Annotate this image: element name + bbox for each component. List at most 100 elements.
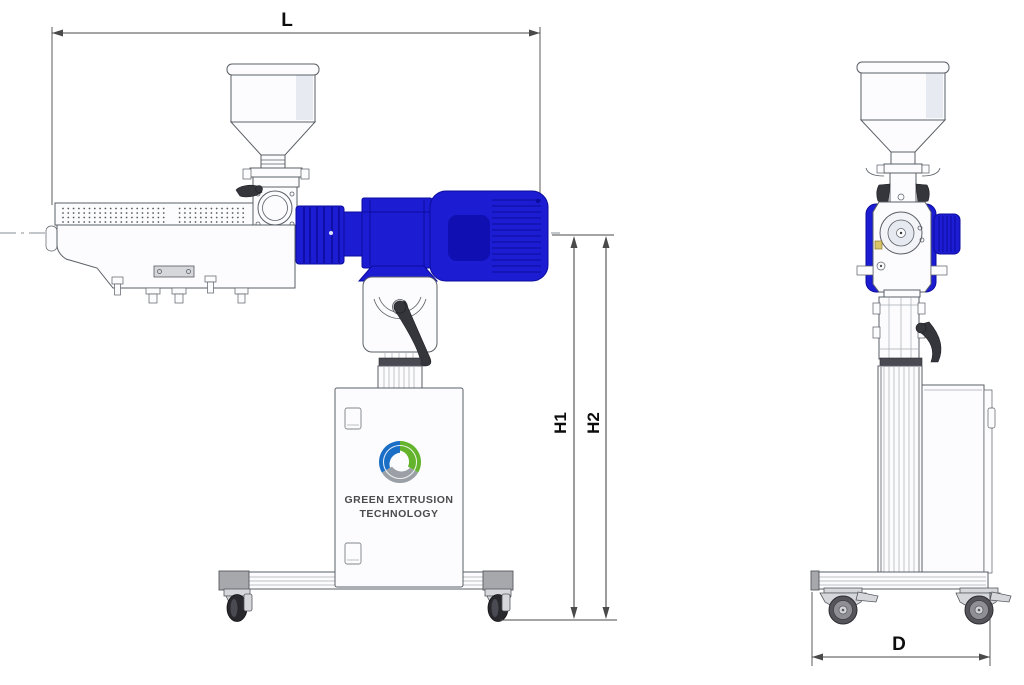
hopper-rim xyxy=(226,63,320,76)
gearbox-edges xyxy=(362,200,432,266)
barrel-vent-holes xyxy=(62,207,245,223)
dimension-label-L: L xyxy=(281,10,293,31)
hopper-side-view xyxy=(226,63,320,169)
column-lower-front xyxy=(877,365,923,574)
lever-boss xyxy=(915,322,927,334)
side-view: L xyxy=(0,10,617,622)
clamp-lever-boss xyxy=(255,185,263,193)
clamp-bolt xyxy=(921,164,930,174)
nameplate-screw xyxy=(186,269,191,274)
base-frame-front xyxy=(810,570,1012,625)
arrow-left-icon xyxy=(52,29,63,37)
dimension-depth: D xyxy=(811,592,991,666)
brand-logo-swirl-icon xyxy=(378,440,422,484)
center-point xyxy=(899,231,903,235)
clamp-flange xyxy=(883,163,923,174)
clamp-bolt-left xyxy=(242,168,252,180)
cabinet-latch xyxy=(987,407,996,429)
extruder-barrel xyxy=(45,202,296,304)
arrow-down-icon xyxy=(602,607,610,619)
base-rail xyxy=(811,571,989,590)
flange-bolt xyxy=(919,237,925,243)
barrel-fittings xyxy=(111,275,249,304)
motor-fan-shroud xyxy=(448,215,490,261)
cabinet-body xyxy=(334,387,464,588)
clamp-flange-top xyxy=(249,167,303,178)
bracket-lever-boss xyxy=(393,300,407,314)
side-pin-left xyxy=(856,265,874,276)
caster-brake-lever xyxy=(989,591,1012,603)
nameplate xyxy=(153,265,195,278)
caster-side-plate xyxy=(243,593,253,612)
arrow-left-icon xyxy=(812,653,823,661)
head-bottom-flange xyxy=(883,289,921,298)
column-upper-body xyxy=(878,296,920,360)
motor-cooling-fins xyxy=(492,199,541,273)
hopper-neck-lines xyxy=(261,159,285,165)
column-upper-lines xyxy=(879,297,919,359)
hopper-rim xyxy=(856,61,950,74)
caster-axle xyxy=(841,608,845,612)
depth-extension-lines xyxy=(811,592,991,666)
swivel-bracket xyxy=(362,276,438,389)
gearbox-head-front xyxy=(856,193,961,298)
barrel-housing xyxy=(55,224,296,289)
caster-wheel-highlight xyxy=(491,599,499,617)
arrow-right-icon xyxy=(979,653,990,661)
column-clamp-band xyxy=(879,357,923,367)
clamp-ring-outer xyxy=(257,190,293,226)
bracket-lock-lever xyxy=(395,300,432,367)
clamp-lever-left xyxy=(876,183,891,204)
arrow-right-icon xyxy=(529,29,540,37)
front-view: D xyxy=(810,61,1012,666)
top-bolt xyxy=(897,193,905,201)
rail-end-block-right xyxy=(482,570,514,591)
caster-mount xyxy=(823,587,863,594)
clamp-screw xyxy=(289,191,295,197)
cabinet-side-body xyxy=(921,384,985,576)
cabinet-front-view xyxy=(921,384,996,576)
clamp-bolt-right xyxy=(300,168,310,180)
arrow-down-icon xyxy=(570,607,578,619)
rail-end-block-left xyxy=(218,570,250,591)
column-top-ribs xyxy=(383,367,415,388)
warning-tag xyxy=(874,240,883,250)
height-extension-lines xyxy=(500,234,617,621)
hopper-neck xyxy=(260,154,286,169)
arrow-up-icon xyxy=(602,236,610,248)
dimension-extension-lines xyxy=(51,27,541,205)
cabinet-latch-top xyxy=(344,407,362,430)
drain-port-center xyxy=(879,264,883,268)
clamp-wire-handles xyxy=(865,167,941,177)
rail-end-cap xyxy=(810,570,820,591)
caster-front-left xyxy=(819,587,879,625)
motor-bolt xyxy=(535,198,541,204)
caster-axle xyxy=(977,608,981,612)
gearbox xyxy=(361,197,433,269)
coupling-spacer xyxy=(343,211,365,257)
caster-right xyxy=(484,588,512,622)
dimension-label-H1: H1 xyxy=(551,412,570,434)
column-top-section xyxy=(377,365,423,389)
column-tab xyxy=(872,326,881,339)
cabinet-latch-bottom xyxy=(344,542,362,565)
drive-motor-assembly xyxy=(295,190,549,282)
clamp-bolt xyxy=(876,164,885,174)
column-tab xyxy=(872,302,881,315)
column-clamp-band xyxy=(378,357,422,367)
dimension-label-H2: H2 xyxy=(584,412,603,434)
brand-name-line1: GREEN EXTRUSION xyxy=(344,494,453,506)
column-lower-body xyxy=(877,365,923,574)
caster-front-right xyxy=(955,587,1012,625)
caster-left xyxy=(223,588,253,622)
dimension-heights: H1 H2 xyxy=(500,234,617,621)
column-edges xyxy=(880,367,920,572)
flange-bolt xyxy=(917,225,923,231)
hopper-cone xyxy=(229,121,317,156)
side-pin-right xyxy=(930,265,948,276)
control-cabinet: GREEN EXTRUSION TECHNOLOGY xyxy=(334,387,464,588)
latch-detail xyxy=(347,424,359,561)
hopper-front-view xyxy=(856,61,950,204)
